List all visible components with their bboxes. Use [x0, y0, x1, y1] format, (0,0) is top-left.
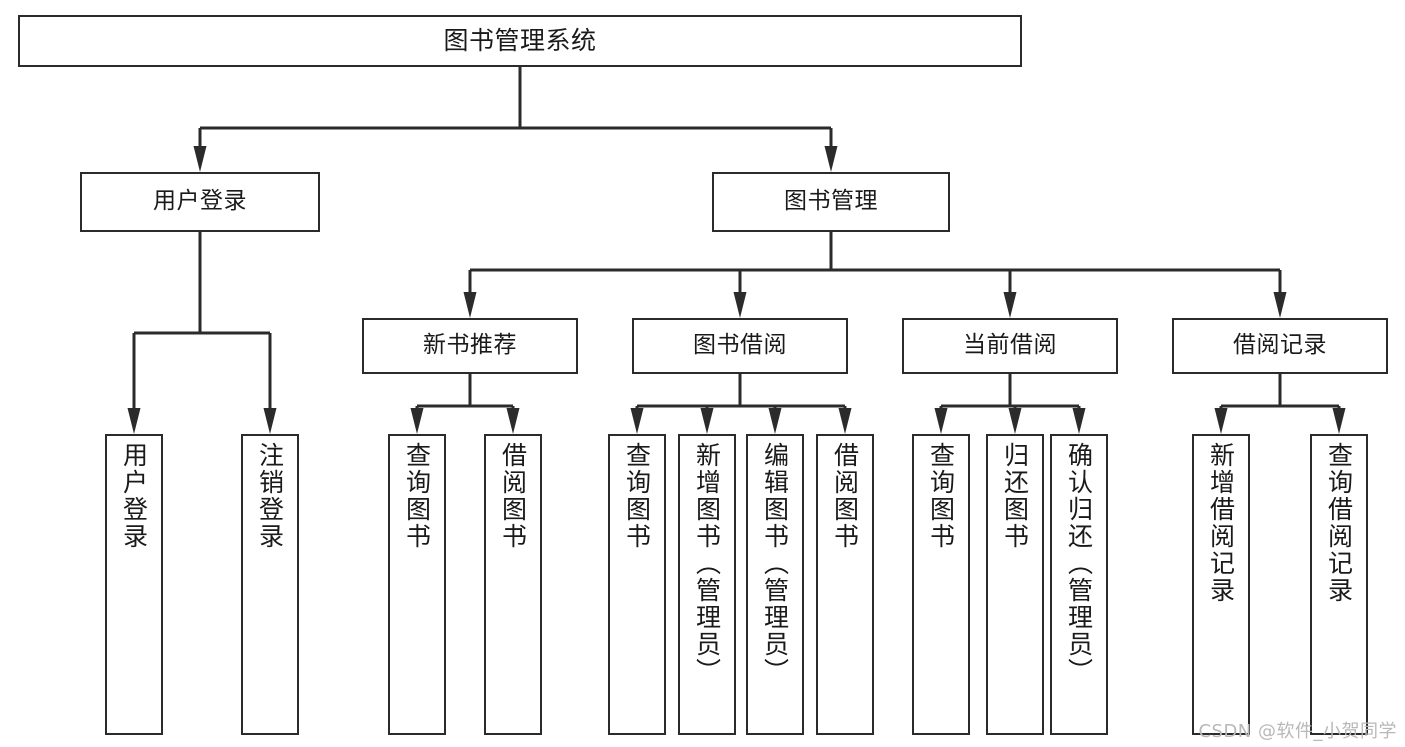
node-current-borrow[interactable]: 当前借阅	[902, 318, 1118, 374]
node-label-leaf-edit-book-admin: 编辑图书（管理员）	[760, 442, 790, 685]
node-label-root: 图书管理系统	[443, 26, 597, 55]
node-label-leaf-add-borrow-record: 新增借阅记录	[1206, 442, 1236, 604]
node-label-leaf-borrow-book-recommend: 借阅图书	[498, 442, 528, 550]
node-borrow-record[interactable]: 借阅记录	[1172, 318, 1388, 374]
node-label-book-management: 图书管理	[784, 188, 878, 215]
node-label-borrow-record: 借阅记录	[1233, 332, 1327, 359]
node-label-leaf-borrow-book: 借阅图书	[830, 442, 860, 550]
node-leaf-logout-login[interactable]: 注销登录	[241, 434, 299, 735]
node-label-leaf-query-borrow-record: 查询借阅记录	[1324, 442, 1354, 604]
node-label-leaf-query-book-borrow: 查询图书	[622, 442, 652, 550]
node-label-leaf-confirm-return-admin: 确认归还（管理员）	[1064, 442, 1094, 685]
node-user-login[interactable]: 用户登录	[80, 172, 320, 232]
node-label-leaf-query-book-recommend: 查询图书	[402, 442, 432, 550]
node-label-leaf-query-book-current: 查询图书	[926, 442, 956, 550]
node-label-new-book-recommend: 新书推荐	[423, 332, 517, 359]
node-leaf-edit-book-admin[interactable]: 编辑图书（管理员）	[746, 434, 804, 735]
node-root[interactable]: 图书管理系统	[18, 15, 1022, 67]
node-leaf-add-book-admin[interactable]: 新增图书（管理员）	[678, 434, 736, 735]
node-label-leaf-return-book: 归还图书	[1000, 442, 1030, 550]
connector-book-borrow-to-leaves	[630, 374, 852, 434]
node-leaf-query-book-borrow[interactable]: 查询图书	[608, 434, 666, 735]
node-leaf-return-book[interactable]: 归还图书	[986, 434, 1044, 735]
node-label-user-login: 用户登录	[153, 188, 247, 215]
node-book-management[interactable]: 图书管理	[712, 172, 950, 232]
connector-current-borrow-to-leaves	[934, 374, 1086, 434]
node-leaf-add-borrow-record[interactable]: 新增借阅记录	[1192, 434, 1250, 735]
node-label-book-borrow: 图书借阅	[693, 332, 787, 359]
node-new-book-recommend[interactable]: 新书推荐	[362, 318, 578, 374]
node-label-leaf-user-login: 用户登录	[119, 442, 149, 550]
connector-root-to-level2	[193, 67, 838, 172]
node-label-current-borrow: 当前借阅	[963, 332, 1057, 359]
connector-new-book-recommend-to-leaves	[410, 374, 520, 434]
node-label-leaf-logout-login: 注销登录	[255, 442, 285, 550]
csdn-watermark: CSDN @软件_小贺同学	[1198, 721, 1397, 742]
node-leaf-borrow-book-recommend[interactable]: 借阅图书	[484, 434, 542, 735]
connector-book-management-to-level3	[463, 232, 1287, 318]
node-leaf-query-book-current[interactable]: 查询图书	[912, 434, 970, 735]
node-leaf-query-book-recommend[interactable]: 查询图书	[388, 434, 446, 735]
node-leaf-user-login[interactable]: 用户登录	[105, 434, 163, 735]
node-leaf-query-borrow-record[interactable]: 查询借阅记录	[1310, 434, 1368, 735]
connector-borrow-record-to-leaves	[1214, 374, 1346, 434]
node-label-leaf-add-book-admin: 新增图书（管理员）	[692, 442, 722, 685]
node-leaf-borrow-book[interactable]: 借阅图书	[816, 434, 874, 735]
node-leaf-confirm-return-admin[interactable]: 确认归还（管理员）	[1050, 434, 1108, 735]
node-book-borrow[interactable]: 图书借阅	[632, 318, 848, 374]
connector-user-login-to-leaves	[127, 232, 277, 434]
